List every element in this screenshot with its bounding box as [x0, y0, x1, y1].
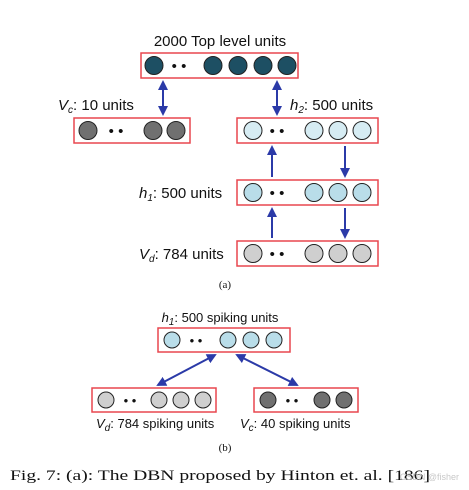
ellipsis: • •	[270, 185, 285, 202]
layer-vc: • •	[73, 117, 191, 144]
h1-layer-label: h1: 500 units	[139, 185, 222, 204]
unit-node	[242, 331, 260, 349]
spiking-h1-main: h	[162, 310, 169, 325]
vd-label-main: V	[139, 246, 151, 263]
ellipsis: • •	[172, 58, 187, 75]
unit-node	[352, 244, 372, 263]
h2-label-sub: 2	[297, 105, 304, 116]
unit-node	[243, 244, 263, 263]
unit-node	[150, 391, 168, 409]
h1-label-rest: : 500 units	[153, 185, 222, 202]
unit-node	[259, 391, 277, 409]
spiking-layer-vd: • •	[91, 387, 217, 413]
spiking-h1-box	[157, 327, 291, 353]
spiking-vd-rest: : 784 spiking units	[110, 416, 215, 431]
spiking-vc-rest: : 40 spiking units	[254, 416, 351, 431]
unit-node	[304, 244, 324, 263]
layer-top: • •	[140, 52, 299, 79]
unit-node	[352, 121, 372, 140]
vd-label-sub: d	[149, 254, 155, 265]
spiking-layer-vc: • •	[253, 387, 359, 413]
vc-label-main: V	[58, 97, 70, 114]
spiking-h1-label: h1: 500 spiking units	[162, 310, 279, 328]
vd-label-rest: : 784 units	[155, 246, 224, 263]
unit-node	[352, 183, 372, 202]
layer-top-box	[140, 52, 299, 79]
unit-node	[203, 56, 223, 75]
unit-node	[313, 391, 331, 409]
ellipsis: • •	[270, 123, 285, 140]
vc-label-rest: : 10 units	[73, 97, 134, 114]
figure-caption: Fig. 7: (a): The DBN proposed by Hinton …	[10, 468, 430, 484]
h1-label-main: h	[139, 185, 147, 202]
spiking-h1-rest: : 500 spiking units	[174, 310, 279, 325]
unit-node	[304, 121, 324, 140]
layer-h2-box	[236, 117, 379, 144]
unit-node	[243, 121, 263, 140]
layer-h1: • •	[236, 179, 379, 206]
layer-h1-box	[236, 179, 379, 206]
h2-label-main: h	[290, 97, 298, 114]
layer-vd: • •	[236, 240, 379, 267]
unit-node	[228, 56, 248, 75]
vc-layer-label: Vc: 10 units	[58, 97, 134, 116]
ellipsis: • •	[109, 123, 124, 140]
spiking-vc-main: V	[240, 416, 250, 431]
vc-label-sub: c	[68, 105, 73, 116]
unit-node	[328, 183, 348, 202]
spiking-vc-sub: c	[249, 423, 254, 434]
unit-node	[328, 121, 348, 140]
layer-h2: • •	[236, 117, 379, 144]
ellipsis: • •	[286, 393, 299, 408]
panel-b-caption: (b)	[219, 442, 232, 454]
unit-node	[163, 331, 181, 349]
spiking-layer-h1: • •	[157, 327, 291, 353]
unit-node	[253, 56, 273, 75]
unit-node	[277, 56, 297, 75]
ellipsis: • •	[270, 246, 285, 263]
spiking-vc-box	[253, 387, 359, 413]
layer-vc-box	[73, 117, 191, 144]
spiking-vd-main: V	[96, 416, 106, 431]
unit-node	[166, 121, 186, 140]
unit-node	[243, 183, 263, 202]
panel-a-caption: (a)	[219, 279, 232, 291]
watermark: CSDN @fisher	[400, 472, 459, 482]
ellipsis: • •	[124, 393, 137, 408]
layer-vd-box	[236, 240, 379, 267]
unit-node	[144, 56, 164, 75]
top-layer-label: 2000 Top level units	[154, 33, 286, 50]
unit-node	[97, 391, 115, 409]
spiking-h1-sub: 1	[169, 317, 175, 328]
spiking-vd-sub: d	[105, 423, 111, 434]
unit-node	[328, 244, 348, 263]
arrow-spiking-h1-vc	[235, 354, 299, 386]
h1-label-sub: 1	[147, 193, 153, 204]
h2-layer-label: h2: 500 units	[290, 97, 373, 116]
unit-node	[335, 391, 353, 409]
unit-node	[304, 183, 324, 202]
unit-node	[194, 391, 212, 409]
unit-node	[143, 121, 163, 140]
spiking-vd-box	[91, 387, 217, 413]
spiking-vc-label: Vc: 40 spiking units	[240, 416, 351, 434]
vd-layer-label: Vd: 784 units	[139, 246, 224, 265]
unit-node	[172, 391, 190, 409]
h2-label-rest: : 500 units	[304, 97, 373, 114]
unit-node	[219, 331, 237, 349]
spiking-vd-label: Vd: 784 spiking units	[96, 416, 215, 434]
unit-node	[78, 121, 98, 140]
arrow-spiking-h1-vd	[156, 354, 217, 386]
unit-node	[265, 331, 283, 349]
ellipsis: • •	[190, 333, 203, 348]
